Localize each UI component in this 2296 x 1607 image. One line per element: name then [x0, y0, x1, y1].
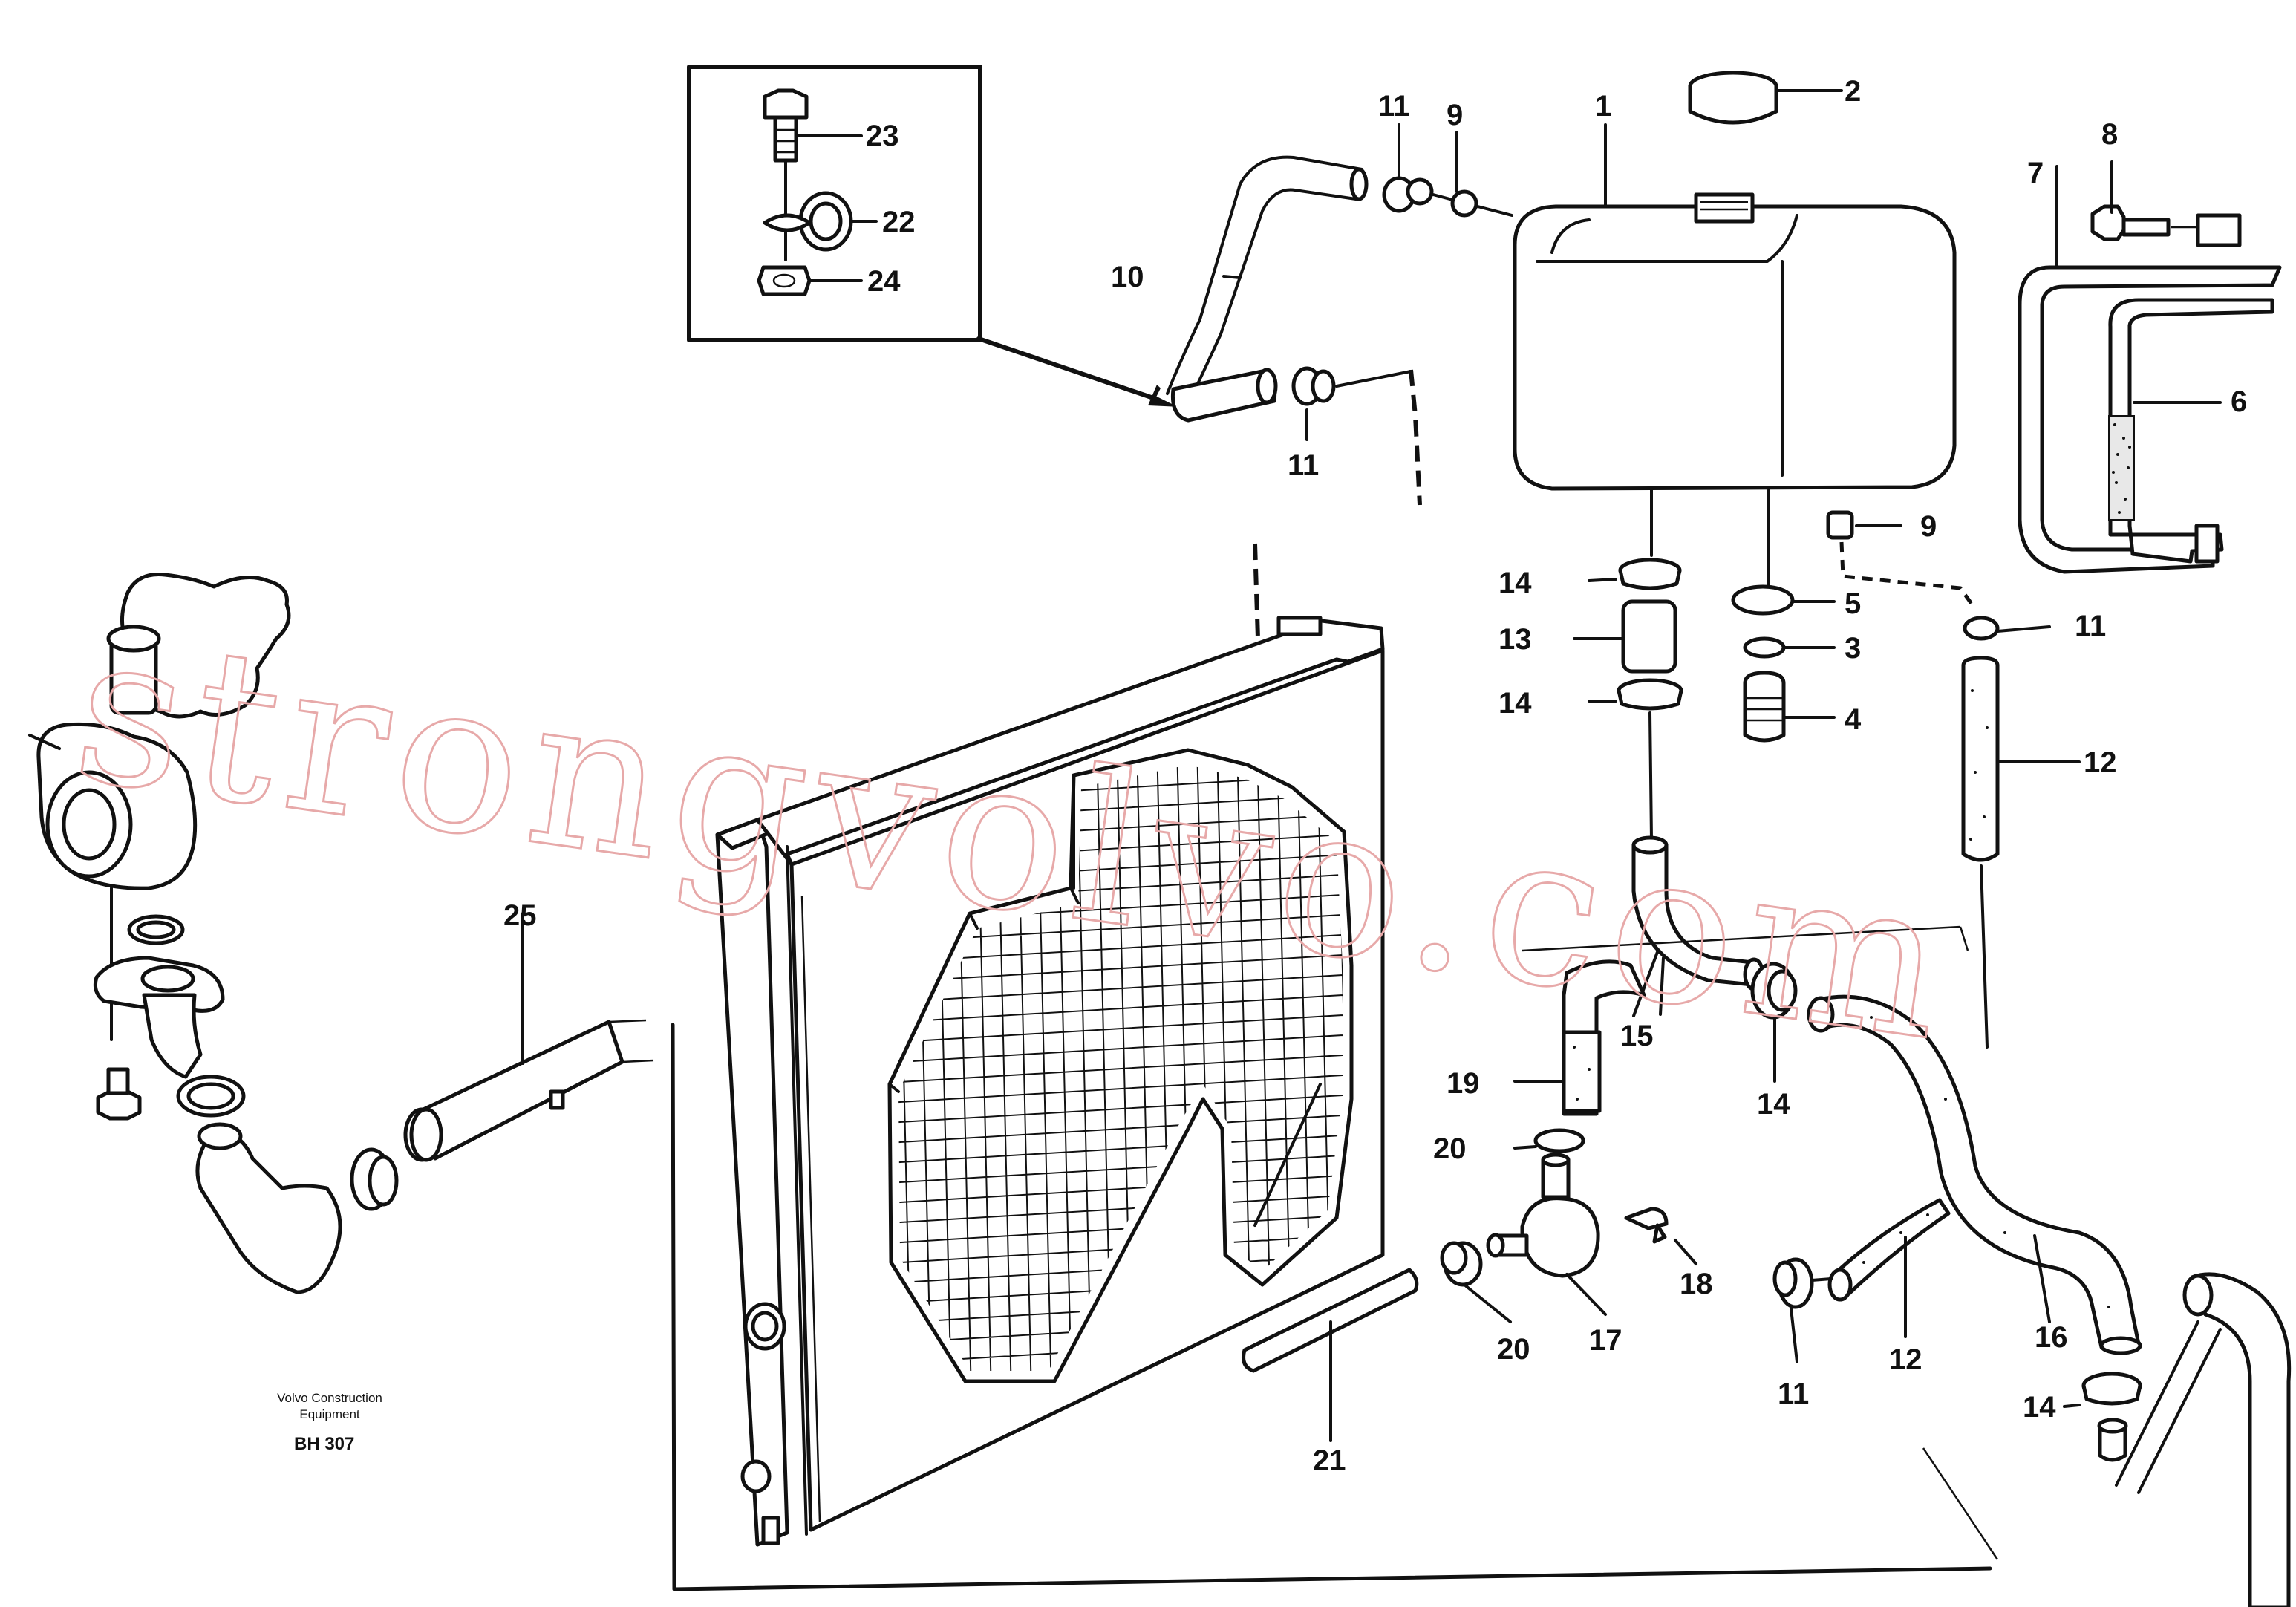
clamp-14-mid — [1750, 962, 1798, 1083]
callout-2: 2 — [1845, 75, 1861, 108]
clip-18 — [1624, 1207, 1697, 1265]
callout-13: 13 — [1498, 623, 1532, 656]
callout-17: 17 — [1589, 1324, 1622, 1357]
hose-16 — [1807, 994, 2142, 1355]
callout-20-lower: 20 — [1497, 1333, 1530, 1366]
callout-18: 18 — [1680, 1268, 1713, 1300]
valve-17 — [1486, 1153, 1607, 1316]
clamp-11-lower — [1772, 1257, 1833, 1363]
plug-9-top — [1450, 131, 1513, 218]
callout-19: 19 — [1447, 1067, 1480, 1100]
callout-6: 6 — [2231, 385, 2247, 418]
callout-4: 4 — [1845, 703, 1862, 736]
callout-8: 8 — [2101, 118, 2118, 151]
callout-22: 22 — [882, 206, 916, 238]
clamp-20-upper — [1513, 1128, 1585, 1153]
expansion-tank — [1513, 71, 1957, 588]
hose-25 — [176, 912, 654, 1294]
connector-stack-13-14 — [1573, 558, 1683, 841]
callout-7: 7 — [2027, 157, 2044, 189]
callout-14-c: 14 — [1757, 1088, 1790, 1121]
connector-stack-3-4-5 — [1731, 584, 1836, 743]
callout-21: 21 — [1313, 1444, 1346, 1477]
caption-block: Volvo Construction Equipment BH 307 — [277, 1391, 382, 1454]
bracket-7 — [2018, 165, 2282, 574]
clamp-11-mid — [1253, 366, 1422, 639]
callout-11-lower: 11 — [1778, 1378, 1809, 1410]
callout-15: 15 — [1620, 1020, 1654, 1052]
hose-19 — [1513, 959, 1646, 1116]
callout-12-lower: 12 — [1889, 1343, 1922, 1376]
hose-10 — [1156, 155, 1369, 423]
callout-11-right: 11 — [2075, 610, 2106, 642]
clamp-11-top — [1382, 123, 1457, 213]
thermostat-housing — [28, 573, 291, 1121]
callout-20-upper: 20 — [1433, 1132, 1467, 1165]
callout-23: 23 — [866, 120, 899, 152]
callout-24: 24 — [867, 265, 901, 298]
caption-company: Volvo Construction — [277, 1391, 382, 1405]
callout-1: 1 — [1595, 90, 1611, 123]
callout-14-b: 14 — [1498, 687, 1532, 720]
callout-14-d: 14 — [2023, 1391, 2056, 1424]
callout-9-top: 9 — [1447, 99, 1463, 131]
drawing-number: BH 307 — [294, 1434, 354, 1454]
inset-detail — [687, 65, 1181, 407]
callout-3: 3 — [1845, 632, 1861, 665]
callout-5: 5 — [1845, 587, 1861, 620]
caption-division: Equipment — [299, 1407, 360, 1421]
callout-11-top: 11 — [1378, 90, 1409, 123]
bolt-8 — [2090, 160, 2242, 247]
radiator-assembly — [671, 616, 1992, 1591]
pipe-right-bottom — [2115, 1272, 2292, 1607]
callout-16: 16 — [2035, 1321, 2068, 1354]
clamp-14-bottom-right — [2063, 1372, 2142, 1462]
hose-12-vertical — [1961, 616, 2081, 1049]
frame-lines — [1522, 925, 1999, 1560]
callout-25: 25 — [503, 899, 537, 932]
callout-12-right: 12 — [2084, 746, 2117, 779]
callout-9-right: 9 — [1920, 510, 1937, 543]
callout-labels: 1 2 3 4 5 6 7 8 9 9 10 11 11 11 11 12 12… — [503, 75, 2247, 1477]
callout-10: 10 — [1111, 261, 1144, 293]
callout-11-mid: 11 — [1288, 449, 1319, 482]
bar-21 — [1242, 1268, 1419, 1442]
hose-12-lower — [1827, 1198, 1951, 1338]
callout-14-a: 14 — [1498, 567, 1532, 599]
plug-9-right — [1826, 510, 1977, 610]
clamp-20-lower — [1440, 1241, 1512, 1323]
